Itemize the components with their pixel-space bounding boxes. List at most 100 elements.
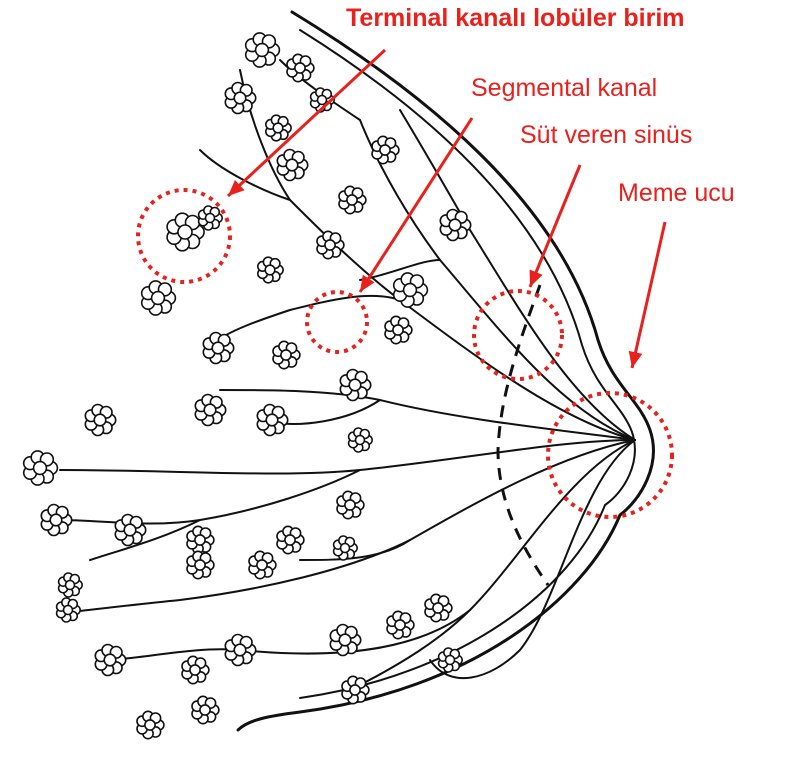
lobule-cluster: [249, 551, 276, 578]
lobule-cluster: [57, 598, 81, 622]
lobule-cluster: [277, 150, 307, 181]
acinus: [104, 654, 116, 666]
duct-branch: [60, 470, 360, 524]
acinus: [204, 404, 216, 416]
acinus: [234, 92, 246, 104]
lobule-cluster: [59, 573, 83, 597]
sinus-dashed-line: [498, 285, 548, 585]
acinus: [350, 685, 360, 695]
acinus: [152, 292, 165, 305]
lobule-cluster: [85, 405, 115, 436]
arrow-shaft: [632, 222, 665, 368]
lobule-cluster: [192, 696, 219, 723]
lobule-cluster: [342, 676, 369, 703]
acinus: [295, 63, 305, 73]
lobule-cluster: [340, 370, 370, 401]
acinus: [234, 644, 246, 656]
acinus: [285, 535, 295, 545]
acinus: [178, 225, 192, 239]
lobule-cluster: [440, 210, 470, 241]
acinus: [34, 462, 47, 475]
acinus: [124, 524, 136, 536]
arrow-nipple: [629, 222, 665, 368]
lobule-cluster: [349, 428, 373, 452]
duct-branch: [100, 440, 635, 660]
circle-lactiferous-sinus: [474, 291, 562, 379]
acinus: [281, 350, 291, 360]
acinus: [94, 414, 106, 426]
duct-branch: [290, 296, 400, 310]
acinus: [356, 436, 365, 445]
lobule-cluster: [266, 115, 291, 141]
acinus: [273, 123, 283, 133]
lobule-cluster: [137, 711, 164, 738]
acinus: [325, 240, 335, 250]
acinus: [341, 544, 350, 553]
lobule-cluster: [425, 594, 452, 621]
acinus: [395, 620, 405, 630]
lobule-cluster: [115, 515, 145, 546]
acinus: [212, 342, 224, 354]
acinus: [256, 44, 269, 57]
lobule-cluster: [337, 491, 364, 518]
lobule-cluster: [387, 611, 414, 638]
acinus: [64, 606, 73, 615]
lobule-cluster: [182, 656, 209, 683]
label-lactiferous-sinus: Süt veren sinüs: [520, 123, 692, 148]
label-terminal-duct-lobular-unit: Terminal kanalı lobüler birim: [346, 6, 685, 31]
acinus: [206, 214, 215, 223]
acinus: [265, 265, 275, 275]
acinus: [190, 665, 200, 675]
label-segmental-duct: Segmental kanal: [471, 76, 657, 101]
lobule-cluster: [317, 231, 344, 258]
lobule-cluster: [394, 273, 428, 307]
lobule-cluster: [187, 551, 214, 578]
lobule-cluster: [277, 526, 304, 553]
acinus: [345, 500, 355, 510]
acinus: [145, 720, 155, 730]
acinus: [66, 581, 75, 590]
lobule-cluster: [41, 505, 71, 536]
acinus: [266, 414, 278, 426]
skin-outline: [238, 12, 653, 730]
lobule-cluster: [195, 395, 225, 426]
lobule-cluster: [439, 648, 463, 672]
acinus: [349, 379, 361, 391]
arrow-lactiferous-sinus: [530, 165, 580, 287]
acinus: [50, 514, 62, 526]
lobule-cluster: [372, 136, 399, 163]
lobule-cluster: [257, 405, 287, 436]
acinus: [195, 560, 205, 570]
lobule-cluster: [246, 33, 280, 67]
lobule-cluster: [24, 451, 58, 485]
acinus: [347, 195, 357, 205]
acinus: [286, 159, 298, 171]
lobule-cluster: [339, 186, 366, 213]
arrow-shaft: [530, 165, 580, 287]
lobule-cluster: [142, 281, 176, 315]
acinus: [200, 705, 210, 715]
duct-branch: [360, 260, 440, 280]
lobule-cluster: [287, 54, 314, 81]
arrow-head: [629, 351, 643, 368]
lobule-cluster: [199, 206, 223, 230]
acinus: [318, 96, 327, 105]
label-nipple: Meme ucu: [618, 181, 735, 206]
acinus: [446, 656, 455, 665]
lobule-cluster: [95, 645, 125, 676]
lobule-cluster: [187, 526, 214, 553]
lobule-cluster: [385, 316, 412, 343]
lobule-cluster: [334, 536, 358, 560]
acinus: [449, 219, 461, 231]
lobule-clusters: [24, 33, 471, 739]
lobule-cluster: [273, 341, 300, 368]
lobule-cluster: [225, 635, 255, 666]
lobule-cluster: [258, 257, 283, 283]
acinus: [433, 603, 443, 613]
skin-outer-line: [238, 12, 653, 730]
circle-segmental-duct: [307, 292, 367, 352]
acinus: [404, 284, 417, 297]
lobule-cluster: [330, 625, 360, 656]
